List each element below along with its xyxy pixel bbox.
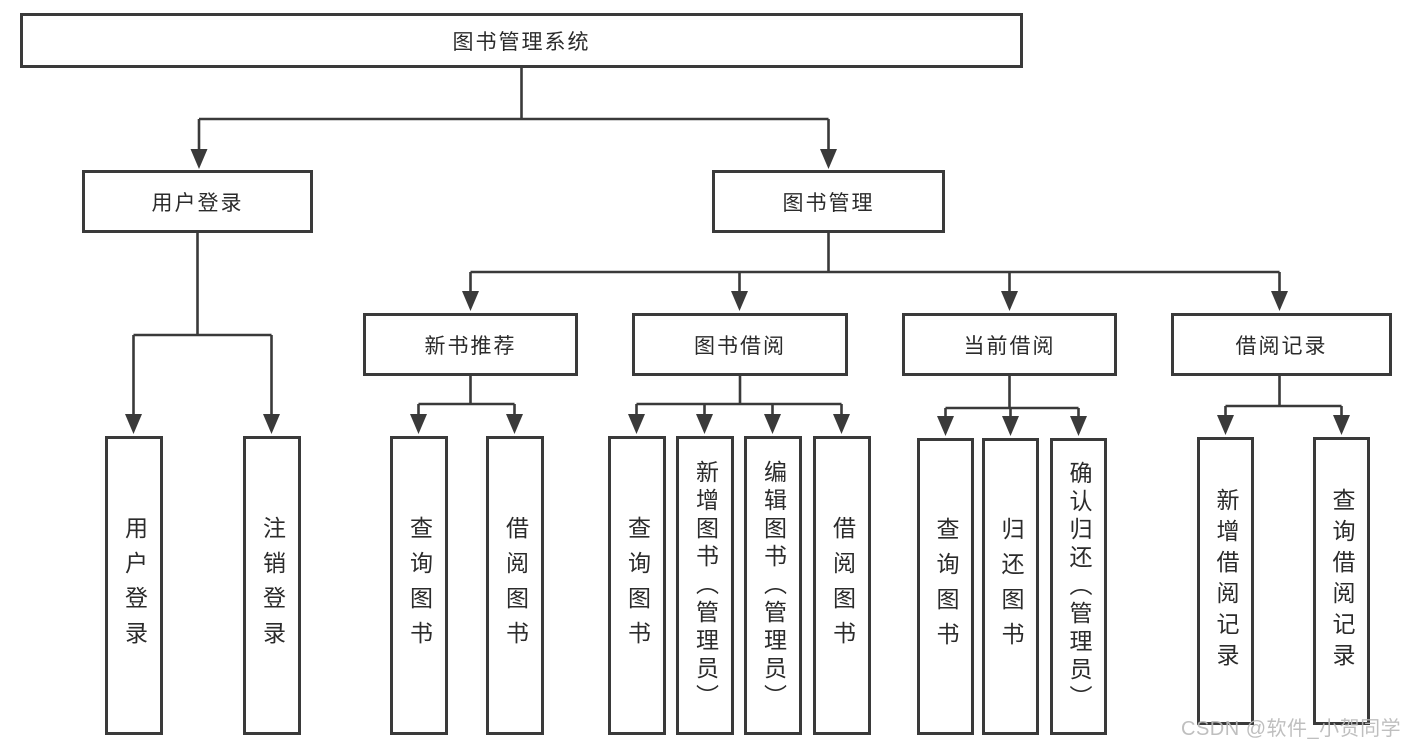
leaf-borrow-add-book-admin: 新增图书（管理员） <box>676 436 734 735</box>
leaf-newbooks-query-books-label: 查询图书 <box>406 515 433 656</box>
node-current-borrow: 当前借阅 <box>902 313 1117 376</box>
node-new-book-recommend: 新书推荐 <box>363 313 578 376</box>
leaf-records-add-record: 新增借阅记录 <box>1197 437 1254 725</box>
leaf-user-login: 用户登录 <box>105 436 163 735</box>
leaf-current-confirm-return-admin: 确认归还（管理员） <box>1050 438 1107 735</box>
leaf-records-add-record-label: 新增借阅记录 <box>1213 488 1239 674</box>
leaf-borrow-borrow-books: 借阅图书 <box>813 436 871 735</box>
node-borrow-records: 借阅记录 <box>1171 313 1392 376</box>
arrow-heads <box>125 149 1350 436</box>
leaf-borrow-borrow-books-label: 借阅图书 <box>829 515 856 656</box>
leaf-current-confirm-return-admin-label: 确认归还（管理员） <box>1066 460 1092 713</box>
watermark: CSDN @软件_小贺同学 <box>1181 718 1402 740</box>
leaf-logout: 注销登录 <box>243 436 301 735</box>
leaf-borrow-query-books: 查询图书 <box>608 436 666 735</box>
leaf-records-query-record: 查询借阅记录 <box>1313 437 1370 725</box>
leaf-user-login-label: 用户登录 <box>121 515 148 656</box>
node-library-system: 图书管理系统 <box>20 13 1023 68</box>
leaf-records-query-record-label: 查询借阅记录 <box>1329 488 1355 674</box>
leaf-newbooks-query-books: 查询图书 <box>390 436 448 735</box>
leaf-borrow-edit-book-admin: 编辑图书（管理员） <box>744 436 802 735</box>
leaf-borrow-edit-book-admin-label: 编辑图书（管理员） <box>760 459 787 712</box>
leaf-borrow-add-book-admin-label: 新增图书（管理员） <box>692 459 719 712</box>
leaf-logout-label: 注销登录 <box>259 515 286 656</box>
node-user-login: 用户登录 <box>82 170 313 233</box>
leaf-current-return-books-label: 归还图书 <box>998 516 1024 657</box>
leaf-current-query-books-label: 查询图书 <box>933 516 959 657</box>
leaf-borrow-query-books-label: 查询图书 <box>624 515 651 656</box>
leaf-newbooks-borrow-books: 借阅图书 <box>486 436 544 735</box>
leaf-newbooks-borrow-books-label: 借阅图书 <box>502 515 529 656</box>
node-book-borrow: 图书借阅 <box>632 313 848 376</box>
leaf-current-query-books: 查询图书 <box>917 438 974 735</box>
leaf-current-return-books: 归还图书 <box>982 438 1039 735</box>
node-book-management: 图书管理 <box>712 170 945 233</box>
